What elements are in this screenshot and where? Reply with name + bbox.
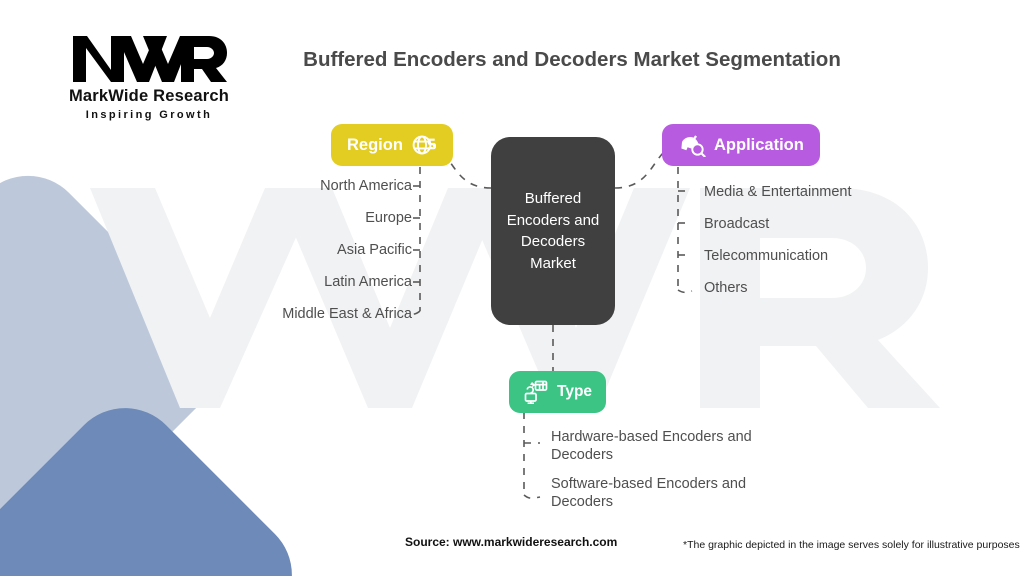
list-item: Media & Entertainment: [704, 184, 852, 200]
branch-items-application: Media & Entertainment Broadcast Telecomm…: [704, 183, 964, 311]
list-item: Software-based Encoders and Decoders: [551, 476, 747, 510]
list-item: Telecommunication: [704, 248, 829, 264]
branch-badge-type[interactable]: Type: [509, 371, 607, 413]
center-node-label: Buffered Encoders and Decoders Market: [506, 190, 600, 272]
monitor-device-icon: [523, 379, 549, 405]
branch-badge-application[interactable]: Application: [662, 124, 820, 166]
connector-center-to-application: [614, 151, 665, 189]
mwr-monogram-icon: [73, 36, 227, 82]
branch-badge-region[interactable]: Region: [331, 124, 453, 166]
branch-items-type: Hardware-based Encoders and Decoders Sof…: [551, 428, 801, 522]
list-item: Latin America: [324, 274, 412, 290]
application-search-icon: [678, 133, 706, 157]
globe-icon: [411, 133, 437, 157]
list-item: Others: [704, 280, 748, 296]
page-title: Buffered Encoders and Decoders Market Se…: [303, 48, 841, 71]
disclaimer-label: *The graphic depicted in the image serve…: [683, 539, 1020, 551]
branch-label-application: Application: [714, 135, 804, 154]
brand-name: MarkWide Research: [68, 87, 230, 105]
list-item: Middle East & Africa: [282, 306, 412, 322]
source-label: Source: www.markwideresearch.com: [405, 535, 618, 549]
list-item: North America: [320, 178, 412, 194]
connector-type-tick-2: [523, 494, 541, 500]
list-item: Hardware-based Encoders and Decoders: [551, 429, 752, 463]
connector-application-tick-4: [677, 289, 693, 294]
center-node: Buffered Encoders and Decoders Market: [491, 137, 615, 325]
branch-label-type: Type: [557, 383, 593, 400]
list-item: Asia Pacific: [337, 242, 412, 258]
brand-tagline: Inspiring Growth: [85, 109, 213, 121]
branch-items-region: North America Europe Asia Pacific Latin …: [180, 177, 412, 337]
branch-label-region: Region: [347, 135, 403, 154]
list-item: Europe: [365, 210, 412, 226]
list-item: Broadcast: [704, 216, 770, 232]
brand-logo: MarkWide Research Inspiring Growth: [34, 30, 264, 121]
